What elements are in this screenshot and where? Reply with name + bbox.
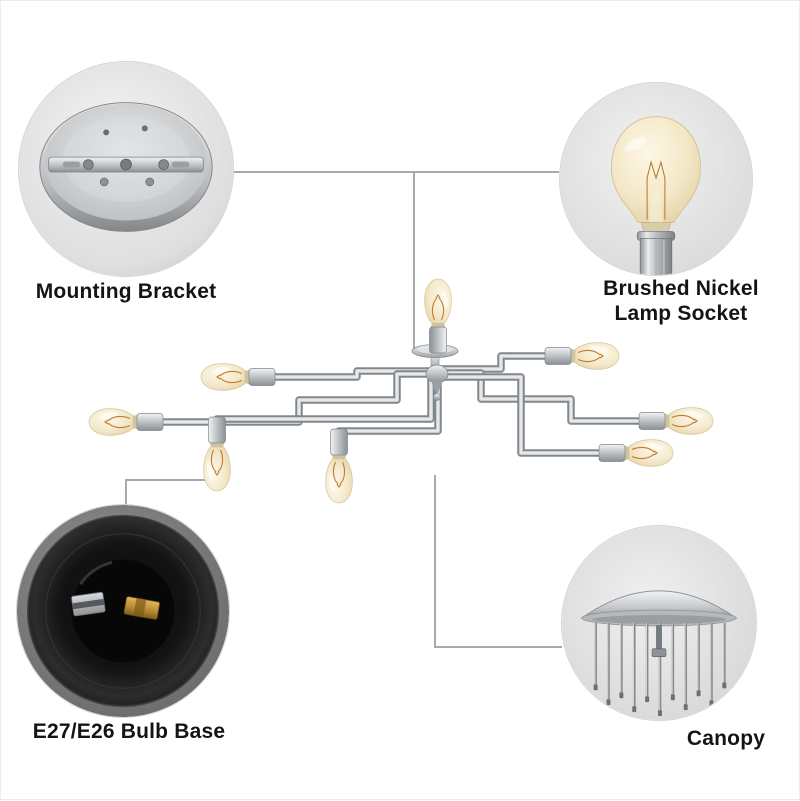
canopy-illustration [562,526,756,720]
bulb-center-hanging [325,428,353,504]
bracket-hole [141,125,148,132]
lamp-socket-label-line1: Brushed Nickel [603,277,759,300]
canopy-rods [593,623,727,717]
bulb-right-lower [598,439,674,467]
bracket-hole [103,129,110,136]
mounting-bracket-illustration [19,62,233,276]
bulb-left-upper [200,363,276,391]
arm-left-hanging [213,373,435,423]
arm-right-lower [438,373,605,457]
socket-bulb [610,116,702,275]
connector-line-bulbbase-v [125,479,127,505]
canopy-photo [561,525,757,721]
neutral-contact-clip [71,591,106,617]
canopy-nut [651,648,667,657]
connector-line-bulbbase-h [125,479,219,481]
bulb-base-photo [16,504,230,718]
socket-cavity [71,559,175,663]
lamp-socket-illustration [560,83,752,275]
lamp-socket-label: Brushed Nickel Lamp Socket [561,277,800,327]
connector-line-canopy-h [434,646,562,648]
connector-line-top [233,171,559,173]
connector-line-canopy-v [434,475,436,647]
arm-right-far [439,369,643,425]
connector-line-top-drop [413,171,415,351]
canopy-center-stud [656,624,662,649]
bulb-right-upper [544,342,620,370]
bulb-left-far [88,408,164,436]
canopy-dome [580,590,738,627]
canopy-label: Canopy [686,727,766,750]
bulb-left-hanging [203,416,231,492]
mounting-bracket-photo [18,61,234,277]
lamp-socket-label-line2: Lamp Socket [614,301,748,325]
arm-center-hanging [335,375,442,435]
bulb-top [424,278,452,354]
arm-right-upper [437,352,551,373]
lamp-socket-photo [559,82,753,276]
chandelier-hub [425,364,449,401]
mounting-bracket-label: Mounting Bracket [35,280,217,303]
bulb-base-illustration [17,505,229,717]
bulb-base-label: E27/E26 Bulb Base [32,720,226,743]
bulb-right-far [638,407,714,435]
brass-contact [123,596,161,620]
